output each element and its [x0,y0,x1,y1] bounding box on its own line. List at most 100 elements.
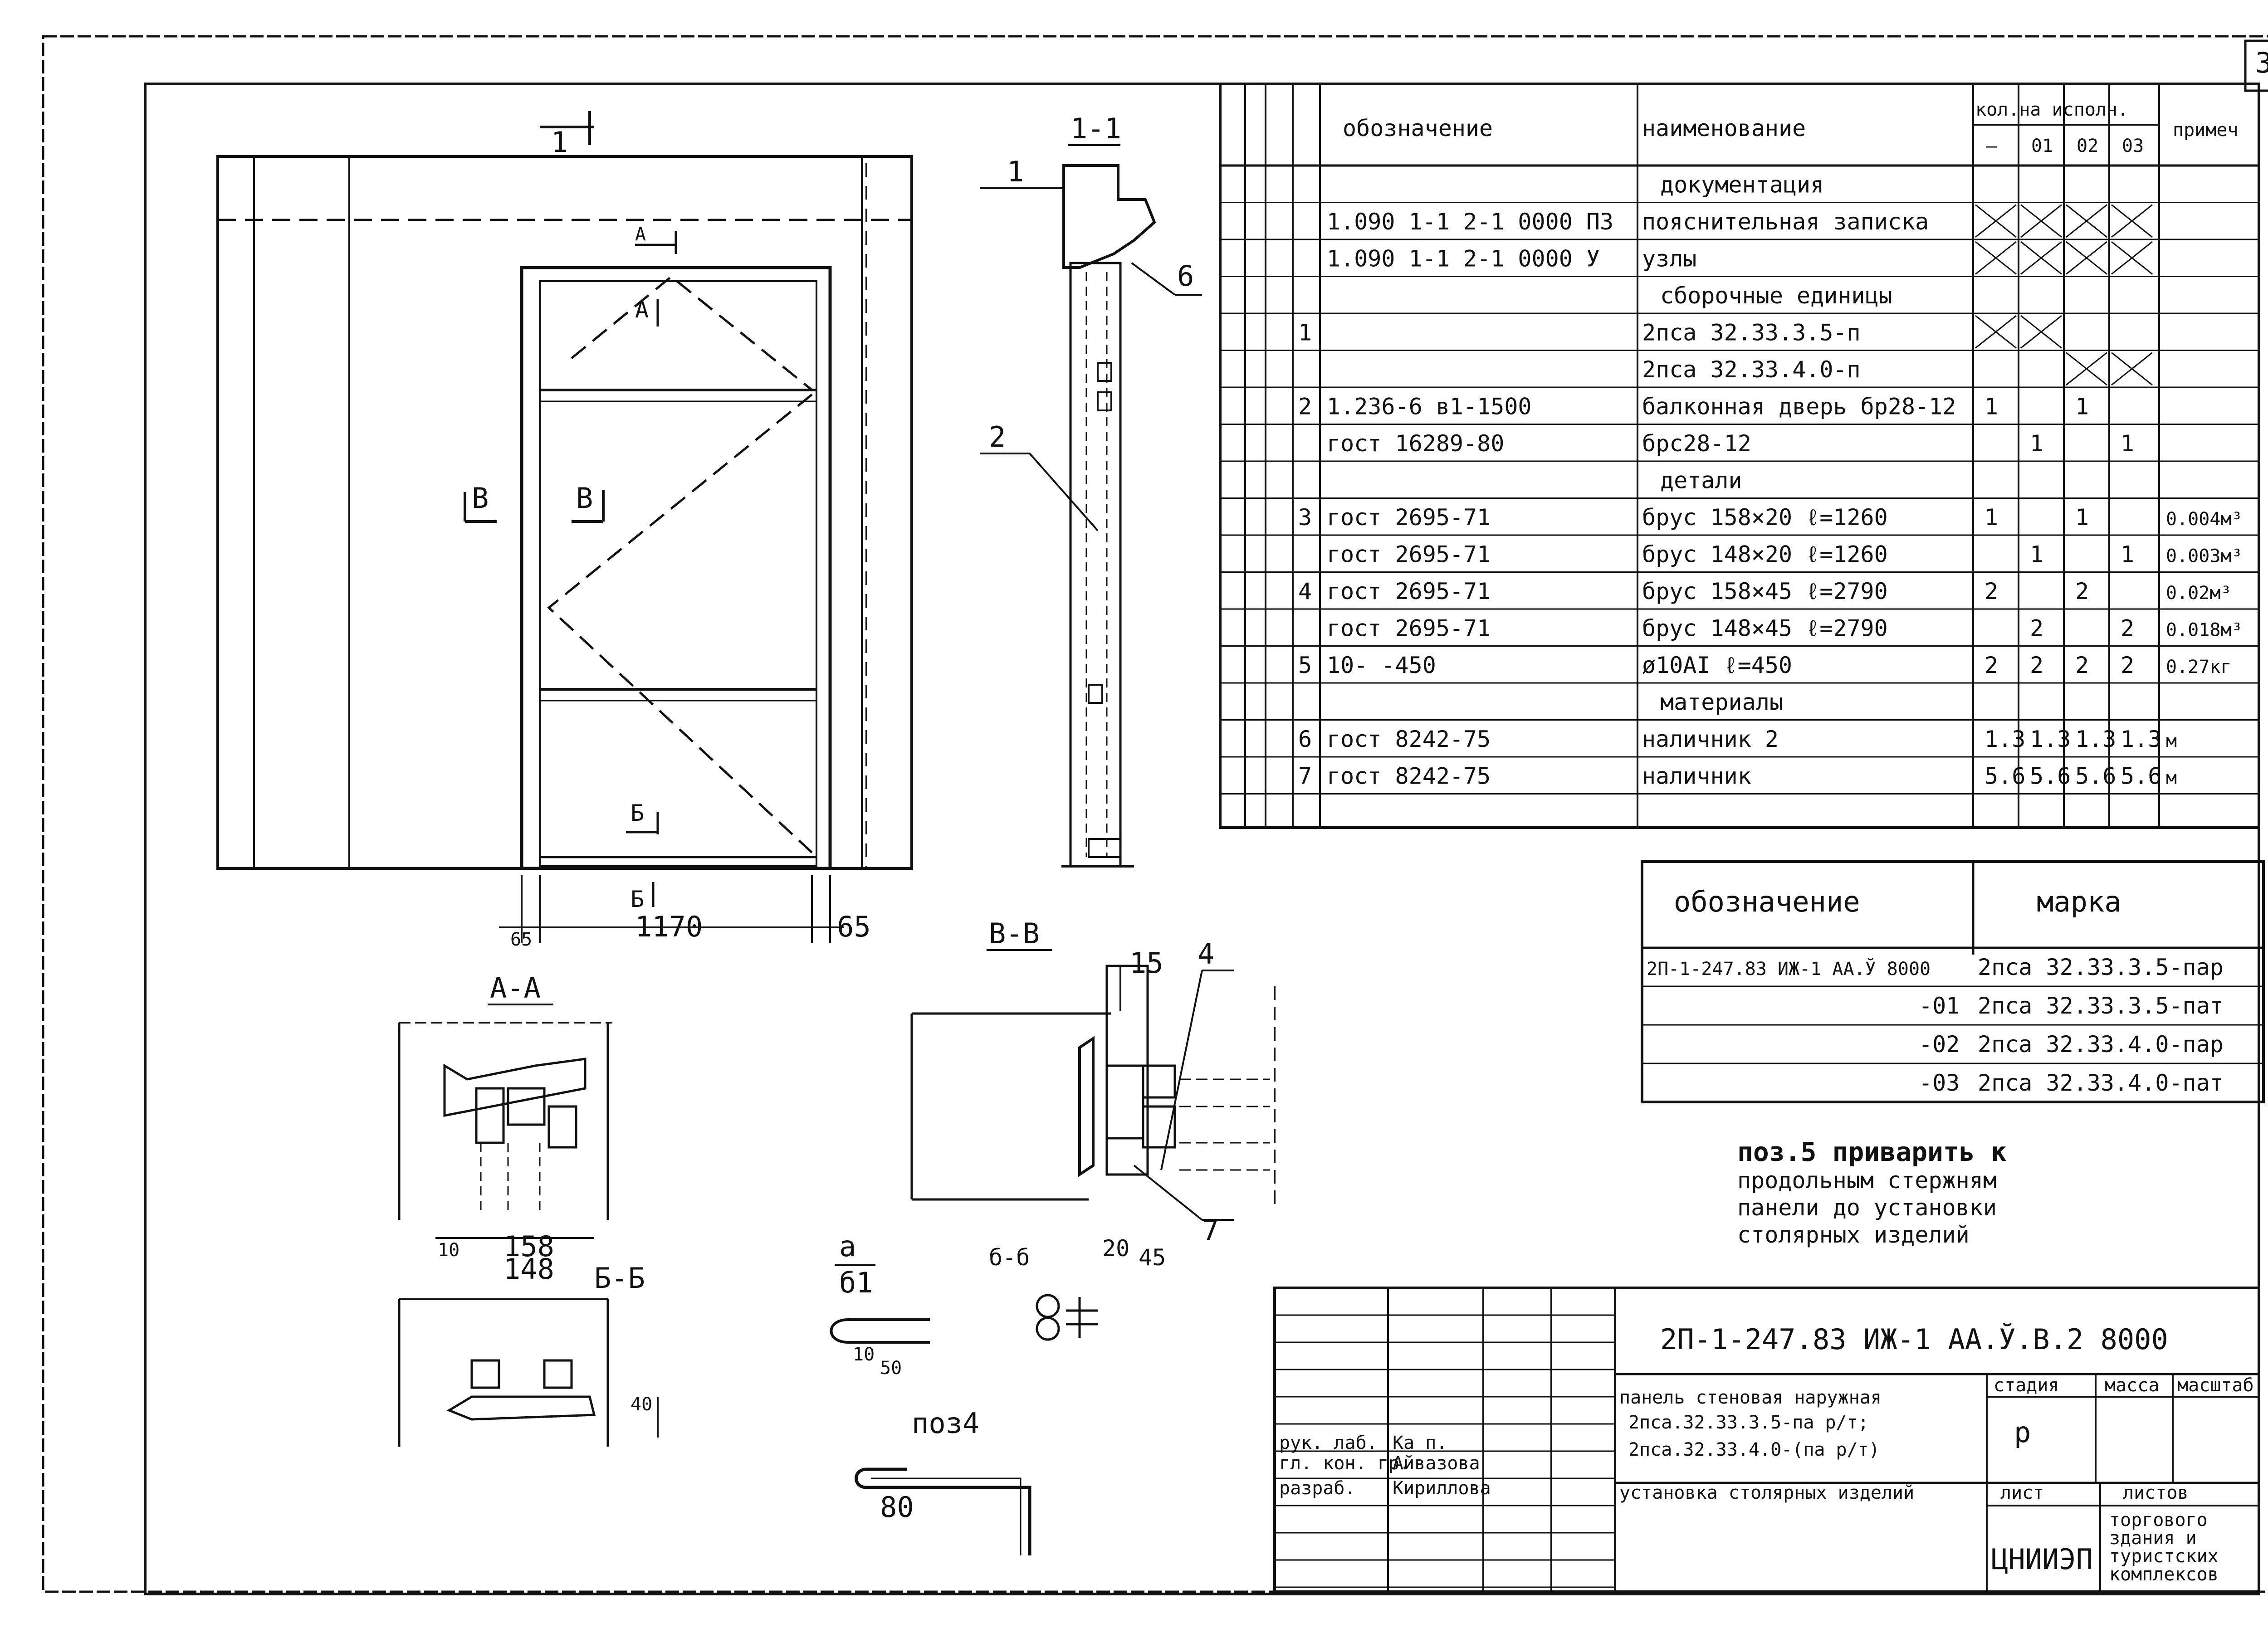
aa-block-2 [507,1087,546,1126]
spec-designation: 1.236-6 в1-1500 [1327,394,1532,420]
tb-staff-name-1: Ка п. [1393,1433,1447,1453]
tb-staff-name-2: Айвазова [1393,1453,1480,1474]
spec-qty-value: 1 [2121,541,2134,568]
spec-qty-value: 2 [1984,578,1998,604]
spec-qty-cross [2111,241,2153,275]
vv-dim-3: 45 [1139,1244,1166,1271]
spec-qty-value: 1 [2121,430,2134,457]
vv-frame [1105,965,1149,1176]
spec-pos: 7 [1298,763,1312,790]
poz4-bar-inner [871,1477,1022,1555]
aa-block-3 [547,1105,577,1149]
spec-name: пояснительная записка [1642,209,1929,235]
spec-section-title: сборочные единицы [1660,283,1892,309]
spec-name: 2пса 32.33.3.5-п [1642,320,1861,346]
cut-a2-label: А [635,297,649,323]
spec-name: брус 158×20 ℓ=1260 [1642,504,1888,531]
spec-designation: гост 8242-75 [1327,726,1491,752]
spec-table-grid [1220,84,2259,828]
detail-poz4: поз4 80 [855,1407,1031,1555]
mark-table: обозначение марка 2П-1-247.83 ИЖ-1 АА.Ў … [1641,860,2265,1103]
leader-2b [1029,453,1099,531]
vv-trim [1078,1036,1095,1177]
detail-a-sub: б1 [839,1266,873,1299]
spec-pos: 6 [1298,726,1312,752]
spec-note: 0.02м³ [2166,583,2232,604]
spec-name: брс28-12 [1642,430,1751,457]
callout-6: 6 [1177,259,1194,292]
bb-dim-1: 40 [631,1394,652,1415]
spec-qty-cross [2111,204,2153,238]
frame-profile [1069,262,1122,868]
spec-header-qty: кол.на исполн. [1975,99,2128,120]
tb-stage-header: стадия [1994,1375,2059,1396]
callout-7: 7 [1202,1214,1219,1247]
mark-value: 2пса 32.33.4.0-пат [1978,1070,2224,1096]
vv-profile-3 [1142,1105,1176,1149]
cut-b-label: Б [631,800,644,826]
detail-a-dim-2: 50 [880,1358,902,1379]
tb-stage: р [2014,1416,2031,1449]
spec-header-name: наименование [1642,115,1806,141]
transom-swing-line [571,275,813,391]
dim-right: 65 [837,910,871,943]
detail-a-label: а [839,1230,856,1263]
section-v-v: В-В 4 7 15 20 45 [910,917,1276,1271]
dim-mid: 1170 [635,910,703,943]
mark-table-outline [1641,860,2265,1103]
hinge-1 [1097,362,1112,382]
spec-qty-value: 2 [2075,652,2089,678]
cut-1-label: 1 [551,126,568,159]
leader-4 [1160,970,1203,1170]
tb-mass-header: масса [2105,1375,2159,1396]
detail-b-label: б-б [989,1244,1030,1271]
section-a-a: А-А 10 158 148 [398,971,612,1286]
spec-header-designation: обозначение [1343,115,1493,141]
tb-sheet-label: лист [2000,1482,2044,1503]
spec-designation: 1.090 1-1 2-1 0000 У [1327,246,1600,272]
spec-qty-value: 5.6 [2121,763,2161,790]
cut-v2-label: В [576,482,593,515]
section-b-b: Б-Б 40 [398,1262,659,1447]
title-block-grid [1275,1314,1615,1588]
section-1-1: 1-1 1 6 2 [980,112,1202,868]
leader-7 [1133,1165,1203,1221]
dim-left: 65 [510,929,532,950]
lintel-profile [1062,164,1156,269]
spec-designation: гост 2695-71 [1327,578,1491,604]
spec-qty-value: 2 [2075,578,2089,604]
spec-section-title: детали [1660,468,1742,494]
spec-qty-value: 2 [1984,652,1998,678]
spec-note: м [2166,768,2177,789]
spec-qty-cross [1975,204,2017,238]
spec-header-note: примеч [2173,120,2239,141]
tb-desc-4: установка столярных изделий [1619,1482,1914,1503]
spec-name: брус 148×20 ℓ=1260 [1642,541,1888,568]
cut-a-label: A [635,224,646,245]
spec-qty-value: 1.3 [1984,726,2025,752]
spec-note: 0.27кг [2166,657,2232,678]
poz4-dim: 80 [880,1491,914,1524]
tb-org-3: туристских [2109,1546,2219,1567]
spec-name: наличник 2 [1642,726,1779,752]
spec-qty-cross [1975,315,2017,349]
spec-pos: 1 [1298,320,1312,346]
spec-qty-cross [2020,241,2062,275]
spec-note: 0.018м³ [2166,620,2243,641]
spec-pos: 4 [1298,578,1312,604]
spec-qty-value: 5.6 [1984,763,2025,790]
spec-note: 0.004м³ [2166,509,2243,530]
title-block: 2П-1-247.83 ИЖ-1 АА.Ў.В.2 8000 панель ст… [1273,1287,2260,1593]
hinge-4 [1088,838,1121,858]
outer-frame [42,35,2268,1593]
spec-section-title: документация [1660,172,1824,198]
aa-dim-1: 10 [438,1240,459,1261]
mark-header-mark: марка [2037,885,2121,918]
mark-header-designation: обозначение [1674,885,1860,918]
spec-designation: 1.090 1-1 2-1 0000 ПЗ [1327,209,1613,235]
spec-pos: 2 [1298,394,1312,420]
hinge-2 [1097,391,1112,411]
spec-section-title: материалы [1660,689,1783,716]
title-block-outline [1273,1287,2260,1593]
